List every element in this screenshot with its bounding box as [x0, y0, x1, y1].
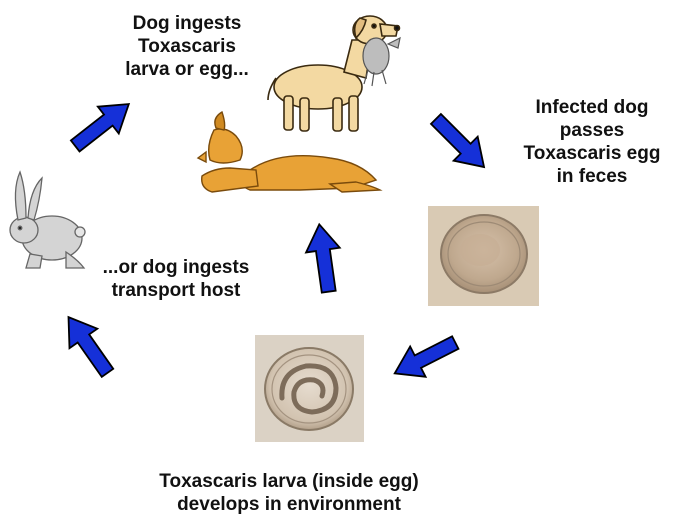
- rabbit-icon: [10, 172, 85, 268]
- label-infected-dog-line-4: in feces: [508, 165, 676, 188]
- egg-micrograph: [428, 206, 539, 306]
- arrow-larva-to-dog-icon: [302, 222, 345, 294]
- label-transport-host-line-2: transport host: [76, 279, 276, 302]
- label-infected-dog: Infected dog passes Toxascaris egg in fe…: [508, 96, 676, 188]
- arrow-dog-to-egg-icon: [424, 107, 496, 179]
- label-infected-dog-line-1: Infected dog: [508, 96, 676, 119]
- label-dog-ingests-line-1: Dog ingests: [108, 12, 266, 35]
- label-larva-develops: Toxascaris larva (inside egg) develops i…: [124, 470, 454, 516]
- arrow-egg-to-larva-icon: [387, 327, 463, 388]
- label-dog-ingests-line-3: larva or egg...: [108, 58, 266, 81]
- arrow-rabbit-to-dog-icon: [65, 91, 140, 160]
- rabbit-in-mouth-icon: [363, 38, 400, 86]
- label-dog-ingests-line-2: Toxascaris: [108, 35, 266, 58]
- label-infected-dog-line-3: Toxascaris egg: [508, 142, 676, 165]
- arrow-to-rabbit-icon: [55, 307, 122, 382]
- larva-egg-micrograph: [255, 335, 364, 442]
- label-transport-host: ...or dog ingests transport host: [76, 256, 276, 302]
- label-larva-develops-line-1: Toxascaris larva (inside egg): [124, 470, 454, 493]
- label-larva-develops-line-2: develops in environment: [124, 493, 454, 516]
- label-dog-ingests: Dog ingests Toxascaris larva or egg...: [108, 12, 266, 81]
- label-transport-host-line-1: ...or dog ingests: [76, 256, 276, 279]
- label-infected-dog-line-2: passes: [508, 119, 676, 142]
